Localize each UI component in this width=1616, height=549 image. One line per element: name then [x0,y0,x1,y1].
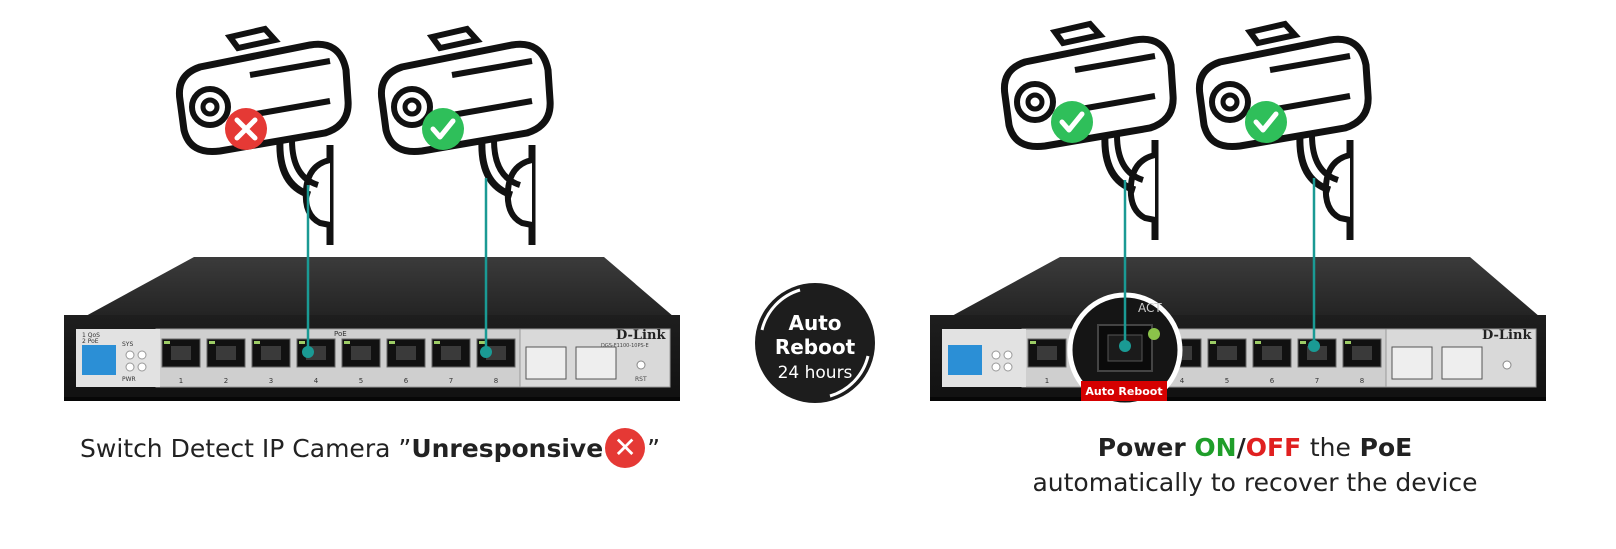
port-led [1210,341,1216,344]
rj45-socket [441,346,461,360]
rj45-socket [1352,346,1372,360]
port-led [164,341,170,344]
pwr-led-label: PWR [122,376,136,383]
left-caption: Switch Detect IP Camera ” Unresponsive ✕… [80,428,660,468]
port-number: 8 [494,377,498,385]
dip-switch [82,345,116,375]
rj45-ports: 1 2 3 4 5 6 7 8 [161,338,516,385]
port-number: 6 [1270,377,1275,385]
port-led [344,341,350,344]
rj45-socket [216,346,236,360]
reboot-text: Reboot [775,335,856,359]
port-led [209,341,215,344]
port-led [389,341,395,344]
port-number: 4 [314,377,319,385]
port-led [1345,341,1351,344]
port-led [1255,341,1261,344]
port-led [1300,341,1306,344]
caption-off: OFF [1245,433,1302,462]
dip-label: 1 QoS [82,332,100,339]
dlink-logo: D-Link [616,328,666,343]
dip-switch [948,345,982,375]
check-icon [1245,101,1287,143]
dlink-logo: D-Link [1482,328,1532,343]
caption-power: Power [1097,433,1186,462]
port-number: 3 [269,377,273,385]
auto-reboot-badge: Auto Reboot 24 hours [755,283,875,403]
rj45-socket [351,346,371,360]
rj45-socket [1037,346,1057,360]
port-number: 5 [359,377,363,385]
caption-recover: automatically to recover the device [1032,468,1478,497]
auto-text: Auto [788,311,841,335]
connector-dot [480,346,492,358]
caption-unresponsive: Unresponsive [411,433,604,463]
check-icon [1051,101,1093,143]
port-led [479,341,485,344]
port-led [299,341,305,344]
check-icon [422,108,464,150]
connector-dot [1308,340,1320,352]
x-icon: ✕ [605,428,646,468]
caption-slash: / [1236,433,1246,462]
caption-on: ON [1194,433,1237,462]
rj45-socket [171,346,191,360]
port-number: 6 [404,377,409,385]
sys-led-label: SYS [122,341,133,348]
port-number: 7 [449,377,453,385]
dip-label: 2 PoE [82,338,99,345]
camera-icon-ok [381,29,550,245]
reset-label: RST [635,376,647,383]
rj45-socket [1217,346,1237,360]
interval-text: 24 hours [778,363,853,383]
port-number: 2 [224,377,228,385]
rj45-socket [261,346,281,360]
port-led [254,341,260,344]
model-label: DGS-F1100-10PS-E [601,343,649,349]
caption-the: the [1309,433,1351,462]
port-number: 7 [1315,377,1319,385]
cross-icon [225,108,267,150]
port-number: 1 [179,377,183,385]
rj45-socket [1262,346,1282,360]
connector-dot [302,346,314,358]
port-led [1030,341,1036,344]
right-caption: Power ON/OFF the PoE automatically to re… [1020,432,1490,502]
connector-dot [1119,340,1131,352]
auto-reboot-tag: Auto Reboot [1085,385,1162,398]
port-led [434,341,440,344]
act-label: ACT [1138,301,1162,315]
caption-poe: PoE [1359,433,1413,462]
port-number: 5 [1225,377,1229,385]
caption-suffix: ” [647,433,661,463]
port-number: 4 [1180,377,1185,385]
rj45-socket [396,346,416,360]
caption-prefix: Switch Detect IP Camera ” [80,433,412,463]
port-number: 8 [1360,377,1364,385]
port-number: 1 [1045,377,1049,385]
poe-port-label: PoE [334,330,347,338]
